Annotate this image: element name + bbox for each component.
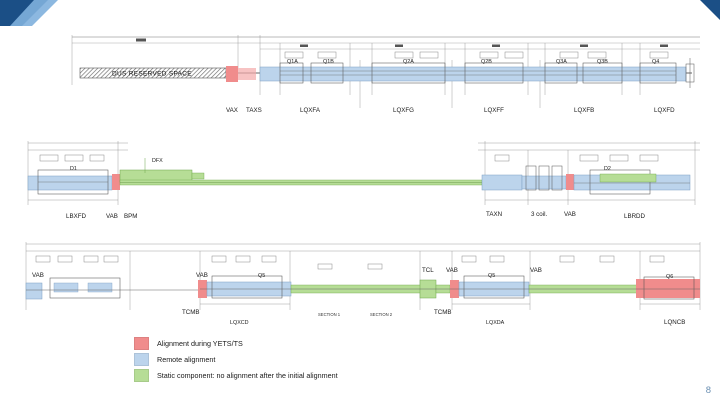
legend-item-static: Static component: no alignment after the… [134, 368, 434, 383]
corner-decoration-right [700, 0, 720, 20]
page-number: 8 [705, 385, 711, 396]
magnet-label-q5-2: Q5 [488, 273, 495, 279]
magnet-label-q5: Q5 [258, 273, 265, 279]
row1-label-taxs: TAXS [246, 107, 262, 114]
row2-diagram: D1 D2 DFX LBXFD VAB BPM TAXN 3 coil. VAB… [27, 141, 700, 220]
row3-label-lqncb: LQNCB [664, 319, 685, 326]
corner-decoration [0, 0, 58, 26]
legend-item-yets: Alignment during YETS/TS [134, 336, 434, 351]
reserved-space-label: DUS RESERVED SPACE [112, 71, 192, 78]
magnet-label-q3b: Q3B [597, 59, 608, 65]
row2-label-coil: 3 coil. [531, 211, 547, 218]
magnet-label-q2a: Q2A [403, 59, 414, 65]
legend-item-remote: Remote alignment [134, 352, 434, 367]
row2-label-vab: VAB [106, 213, 118, 220]
dfx-label: DFX [152, 158, 163, 164]
legend-label: Static component: no alignment after the… [157, 371, 338, 380]
legend-swatch-red [134, 337, 149, 350]
row3-note-1: SECTION 1 [318, 312, 341, 317]
row3-label-lqxcd: LQXCD [230, 320, 249, 326]
row3-top-tcl: TCL [422, 267, 434, 274]
row2-label-bpm: BPM [124, 213, 137, 220]
row2-label-taxn: TAXN [486, 211, 502, 218]
magnet-label-q2b: Q2B [481, 59, 492, 65]
legend: Alignment during YETS/TS Remote alignmen… [134, 336, 434, 384]
legend-label: Alignment during YETS/TS [157, 339, 243, 348]
magnet-label-d2: D2 [604, 166, 611, 172]
row3-label-lqxda: LQXDA [486, 320, 505, 326]
magnet-label-q1b: Q1B [323, 59, 334, 65]
magnet-label-q4: Q4 [652, 59, 659, 65]
row1-label-lqxfd: LQXFD [654, 107, 675, 114]
row1-label-lqxfg: LQXFG [393, 107, 414, 114]
row3-top-vab-3: VAB [446, 267, 458, 274]
row2-label-vab-2: VAB [564, 211, 576, 218]
row2-label-lbxfd: LBXFD [66, 213, 86, 220]
row1-label-lqxfa: LQXFA [300, 107, 321, 114]
legend-label: Remote alignment [157, 355, 216, 364]
row3-top-vab-1: VAB [32, 272, 44, 279]
legend-swatch-green [134, 369, 149, 382]
row1-label-vax: VAX [226, 107, 238, 114]
row3-label-tcmb-2: TCMB [434, 309, 452, 316]
row3-top-vab-2: VAB [196, 272, 208, 279]
row1-diagram: DUS RESERVED SPACE Q1A [71, 35, 700, 114]
row1-label-lqxff: LQXFF [484, 107, 504, 114]
row3-note-2: SECTION 2 [370, 312, 393, 317]
row3-label-tcmb: TCMB [182, 309, 200, 316]
row3-top-vab-4: VAB [530, 267, 542, 274]
legend-swatch-blue [134, 353, 149, 366]
row1-label-lqxfb: LQXFB [574, 107, 594, 114]
magnet-label-q6: Q6 [666, 274, 673, 280]
row2-label-lbrdd: LBRDD [624, 213, 646, 220]
magnet-label-q3a: Q3A [556, 59, 567, 65]
magnet-label-d1: D1 [70, 166, 77, 172]
row3-diagram: Q5 Q5 Q6 VAB VAB TCL VAB VAB SECTION 1 S… [25, 242, 701, 326]
magnet-label-q1a: Q1A [287, 59, 298, 65]
